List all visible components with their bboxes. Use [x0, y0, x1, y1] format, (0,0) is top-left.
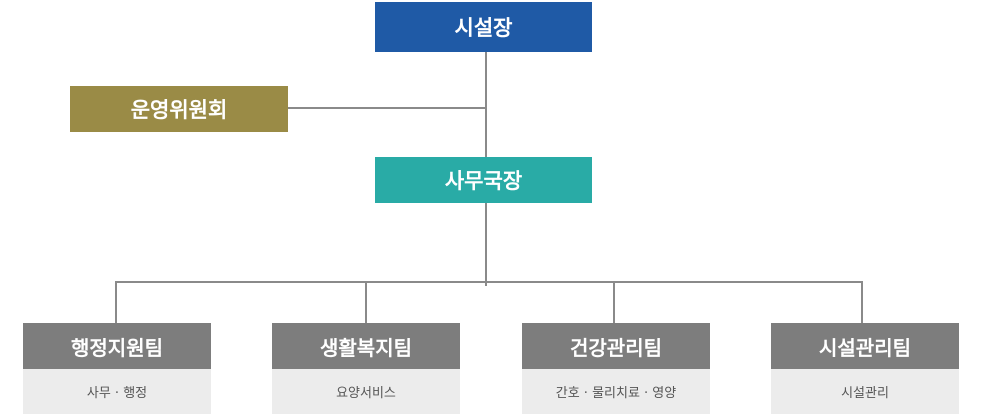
director-label: 시설장	[454, 16, 513, 40]
team-name: 건강관리팀	[522, 323, 710, 369]
team-name: 시설관리팀	[771, 323, 959, 369]
secretary-box: 사무국장	[375, 157, 592, 203]
team-health-care: 건강관리팀 간호 · 물리치료 · 영양	[522, 323, 710, 414]
team-duty: 사무 · 행정	[23, 369, 211, 414]
team-duty: 요양서비스	[272, 369, 460, 414]
team-duty: 시설관리	[771, 369, 959, 414]
team-admin-support: 행정지원팀 사무 · 행정	[23, 323, 211, 414]
committee-box: 운영위원회	[70, 86, 288, 132]
team-name: 행정지원팀	[23, 323, 211, 369]
secretary-label: 사무국장	[444, 169, 523, 193]
committee-label: 운영위원회	[130, 98, 228, 122]
team-life-welfare: 생활복지팀 요양서비스	[272, 323, 460, 414]
team-name: 생활복지팀	[272, 323, 460, 369]
director-box: 시설장	[375, 2, 592, 52]
team-facility-management: 시설관리팀 시설관리	[771, 323, 959, 414]
team-duty: 간호 · 물리치료 · 영양	[522, 369, 710, 414]
